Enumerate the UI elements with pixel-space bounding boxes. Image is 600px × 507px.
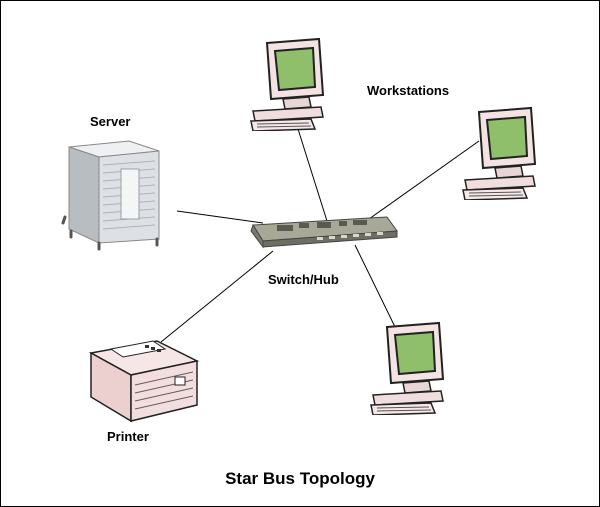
link-printer-switch xyxy=(160,250,274,343)
printer-label: Printer xyxy=(107,429,149,444)
diagram-title: Star Bus Topology xyxy=(225,469,375,488)
link-ws-bottom-switch xyxy=(354,244,398,332)
network-switch-icon xyxy=(247,213,399,258)
server-label: Server xyxy=(90,114,131,129)
link-server-switch xyxy=(176,210,264,224)
workstation-computer-icon xyxy=(461,106,541,205)
workstation-computer-icon xyxy=(369,321,449,420)
workstations-label: Workstations xyxy=(367,83,450,98)
link-ws-right-switch xyxy=(368,140,480,220)
server-tower-icon xyxy=(59,139,163,260)
workstation-computer-icon xyxy=(249,37,329,136)
laser-printer-icon xyxy=(87,335,203,432)
link-ws-top-switch xyxy=(297,128,328,222)
switch-hub-label: Switch/Hub xyxy=(268,272,339,287)
